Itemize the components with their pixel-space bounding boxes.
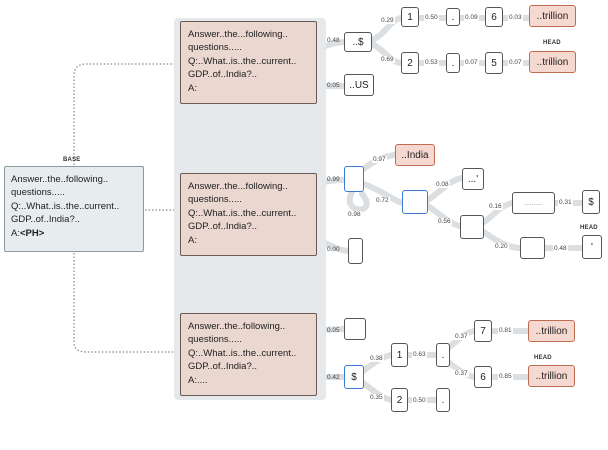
t1-prob-bot-1: 0.53 [424, 59, 439, 66]
t3-prob-six: 0.37 [454, 370, 469, 377]
t2-node-b [460, 215, 484, 239]
t3-node-dot-2: . [436, 388, 450, 412]
t3-prob-one-dot: 0.63 [412, 351, 427, 358]
t2-node-d [520, 237, 545, 259]
base-line-3: Q:..What..is..the..current.. [11, 200, 120, 212]
placeholder-token: <PH> [19, 227, 45, 239]
t1-prob-top-3: 0.03 [508, 14, 523, 21]
t2-node-first [344, 166, 364, 192]
t1-node-5: 5 [485, 52, 503, 74]
t1-node-top-dot: . [446, 8, 460, 26]
t3-node-7: 7 [474, 320, 492, 342]
t3-node-top [344, 318, 366, 340]
t1-prob-bot: 0.69 [380, 56, 395, 63]
t2-prob-a: 0.08 [435, 181, 450, 188]
prompt-3-line-1: Answer..the..following.. [188, 321, 286, 332]
prompt-2-line-1: Answer..the...following.. [188, 181, 288, 192]
t3-node-trillion-a: ..trillion [528, 320, 575, 342]
t1-prob-dollar: 0.48 [327, 37, 340, 44]
prompt-box-3: Answer..the..following.. questions..... … [180, 313, 317, 396]
t2-prob-f: 0.48 [553, 245, 568, 252]
prompt-2-line-4: GDP..of..India?.. [188, 221, 258, 233]
t3-prob-seven: 0.37 [454, 333, 469, 340]
prompt-1-line-2: questions..... [188, 42, 242, 54]
head-tag-3: HEAD [534, 355, 552, 361]
t1-prob-top-1: 0.50 [424, 14, 439, 21]
prompt-1-line-5: A: [188, 82, 197, 94]
edge-t2-loop [346, 189, 370, 213]
t2-node-quote: ...' [462, 168, 484, 190]
t2-prob-d: 0.20 [494, 243, 509, 250]
t1-node-2: 2 [401, 52, 419, 74]
t2-prob-loop: 0.98 [347, 211, 362, 218]
prompt-box-1: Answer..the...following.. questions.....… [180, 21, 317, 104]
t1-prob-top-2: 0.09 [464, 14, 479, 21]
prompt-1-line-4: GDP..of..India?.. [188, 69, 258, 81]
t1-node-6: 6 [485, 7, 503, 27]
t2-node-tick: ' [582, 235, 602, 259]
base-line-1: Answer..the..following.. [11, 174, 109, 185]
t3-prob-two-dot: 0.50 [412, 397, 427, 404]
prompt-3-line-5: A:.... [188, 374, 208, 386]
t1-prob-us: 0.05 [327, 82, 340, 89]
base-prompt-box: Answer..the..following.. questions..... … [4, 166, 144, 252]
t1-node-top-trillion: ..trillion [529, 5, 576, 27]
t3-prob-seven-t: 0.81 [498, 327, 513, 334]
t3-node-dollar: $ [344, 365, 364, 389]
t3-node-2: 2 [391, 388, 408, 412]
head-tag-2: HEAD [580, 225, 598, 231]
prompt-1-line-3: Q:..What..is..the..current.. [188, 55, 297, 67]
t2-node-dollar: $ [582, 190, 600, 214]
t1-node-us: ..US [344, 74, 374, 96]
base-line-4: GDP..of..India?.. [11, 214, 81, 226]
t2-node-dashes: .......... [512, 192, 555, 214]
base-to-prompt-1 [73, 63, 178, 165]
t2-prob-alt: 0.00 [327, 246, 340, 253]
t2-prob-mid: 0.72 [375, 197, 390, 204]
prompt-2-line-5: A: [188, 234, 197, 246]
edge-t1-top [369, 15, 404, 43]
t3-prob-six-t: 0.85 [498, 373, 513, 380]
t3-node-6: 6 [474, 366, 492, 388]
t1-node-dollar: ..$ [344, 32, 372, 52]
t3-prob-one: 0.38 [369, 355, 384, 362]
prompt-2-line-3: Q:..What..is..the..current.. [188, 207, 297, 219]
edge-t1-bot [369, 41, 404, 66]
base-to-prompt-3 [73, 253, 178, 353]
prompt-box-2: Answer..the...following.. questions.....… [180, 173, 317, 256]
t1-node-bot-trillion: ..trillion [529, 51, 576, 73]
t2-prob-b: 0.56 [437, 218, 452, 225]
t3-node-trillion-b: ..trillion [528, 365, 575, 387]
t2-node-india: ..India [395, 144, 435, 166]
base-line-5: A: [11, 227, 20, 239]
head-tag-1: HEAD [543, 40, 561, 46]
t1-prob-top: 0.29 [380, 17, 395, 24]
prompt-1-line-1: Answer..the...following.. [188, 29, 288, 40]
prompt-3-line-2: questions..... [188, 334, 242, 346]
t2-node-alt [348, 238, 363, 264]
base-tag: BASE [63, 157, 81, 163]
t3-prob-top: 0.05 [327, 327, 340, 334]
t2-node-mid [402, 190, 428, 214]
t1-node-1: 1 [401, 7, 419, 27]
t3-node-1: 1 [391, 343, 408, 367]
t3-node-dot-1: . [436, 343, 450, 367]
t3-prob-two: 0.35 [369, 394, 384, 401]
t2-prob-first: 0.99 [327, 176, 340, 183]
prompt-3-line-4: GDP..of..India?.. [188, 361, 258, 373]
t1-node-bot-dot: . [446, 53, 460, 73]
base-line-2: questions..... [11, 187, 65, 199]
t2-prob-india: 0.97 [372, 156, 387, 163]
prompt-2-line-2: questions..... [188, 194, 242, 206]
t1-prob-bot-2: 0.07 [464, 59, 479, 66]
t3-prob-dollar: 0.42 [327, 374, 340, 381]
t1-prob-bot-3: 0.07 [508, 59, 523, 66]
t2-prob-e: 0.31 [558, 199, 573, 206]
prompt-3-line-3: Q:..What..is..the..current.. [188, 347, 297, 359]
t2-prob-c: 0.16 [488, 203, 503, 210]
edge-t2-c [481, 200, 515, 225]
edge-t2-mid [361, 181, 405, 206]
